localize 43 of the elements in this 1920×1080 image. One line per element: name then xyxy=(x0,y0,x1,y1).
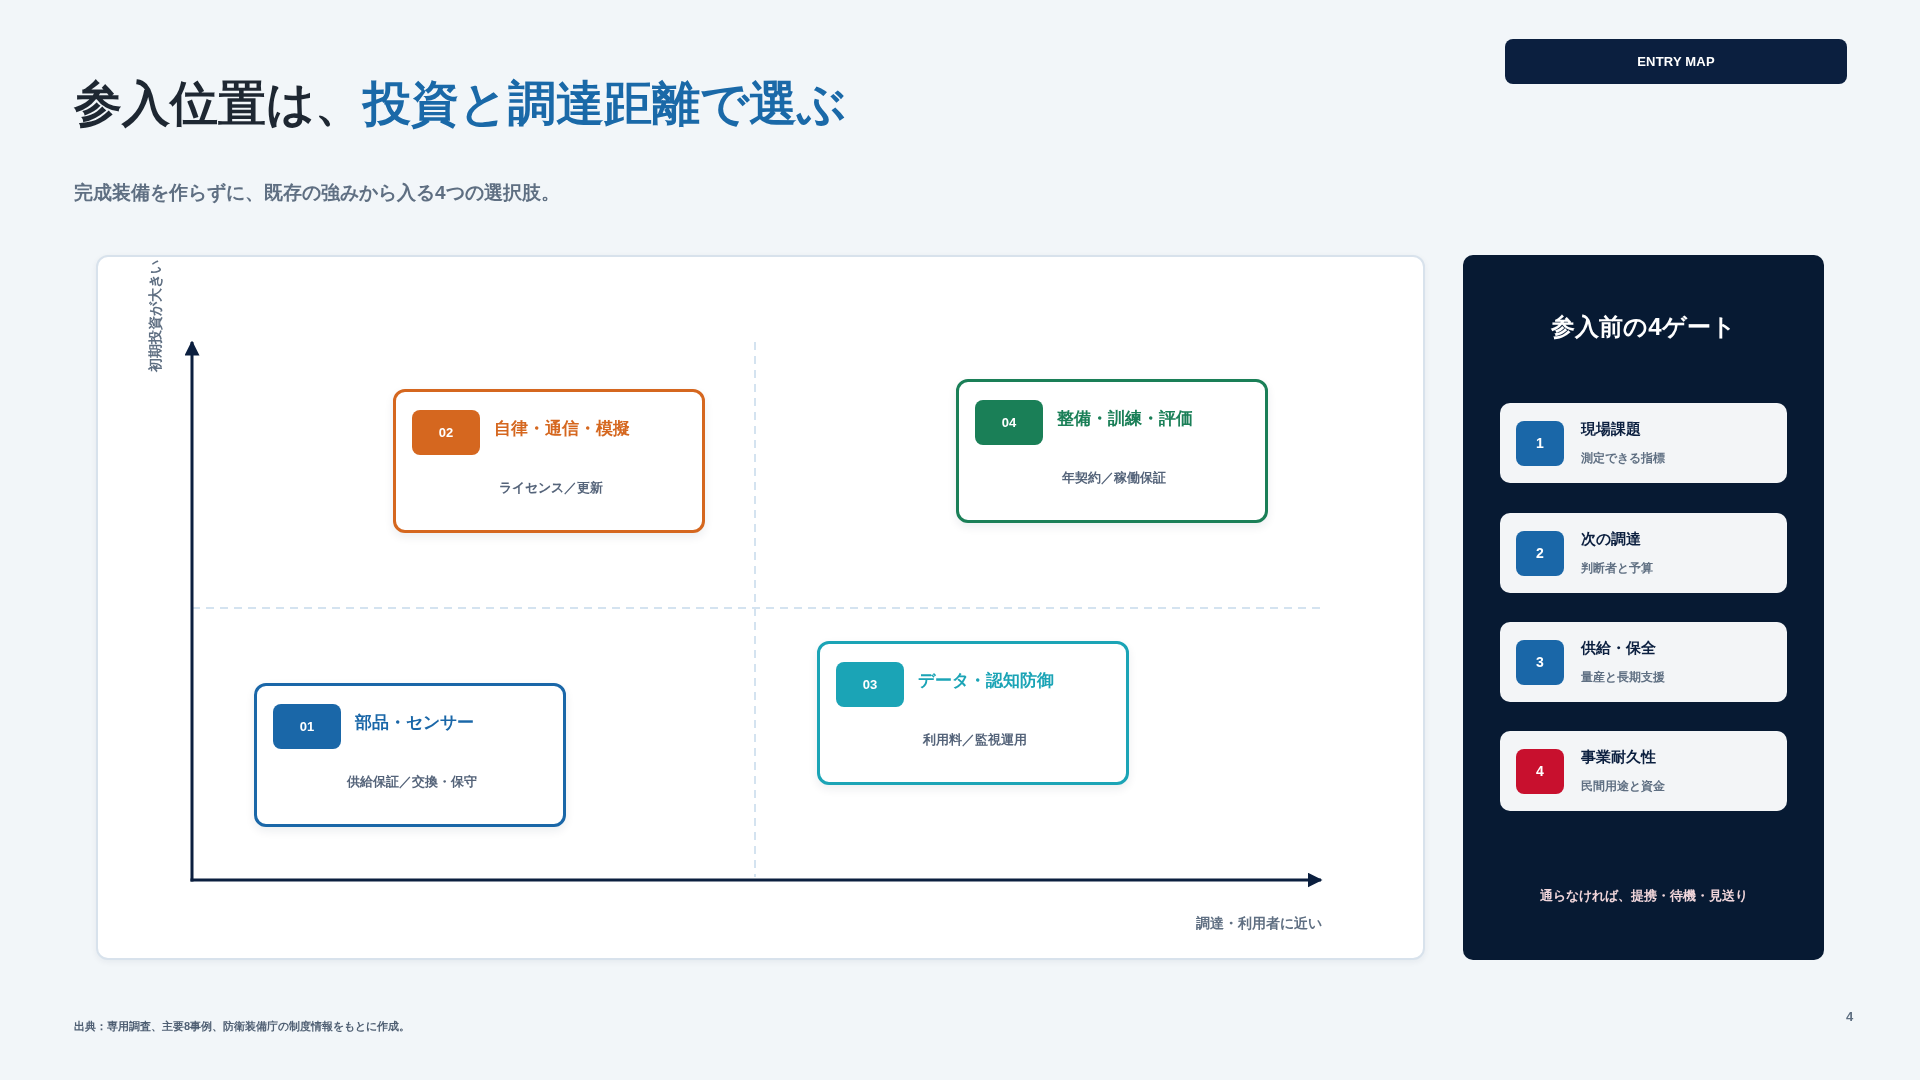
gate-title: 次の調達 xyxy=(1581,529,1641,549)
quadrant-card xyxy=(956,379,1268,523)
card-title: 部品・センサー xyxy=(355,711,474,734)
gate-subtitle: 量産と長期支援 xyxy=(1581,669,1665,685)
section-tag: ENTRY MAP xyxy=(1505,39,1847,84)
number-badge: 1 xyxy=(1516,420,1564,466)
gate-card xyxy=(1500,731,1787,811)
source-note: 出典：専用調査、主要8事例、防衛装備庁の制度情報をもとに作成。 xyxy=(74,1019,411,1033)
quadrant-card xyxy=(254,683,566,827)
card-subtitle: ライセンス／更新 xyxy=(498,479,603,497)
number-badge: 3 xyxy=(1516,639,1564,685)
number-badge: 2 xyxy=(1516,530,1564,576)
subtitle: 完成装備を作らずに、既存の強みから入る4つの選択肢。 xyxy=(74,181,560,205)
number-badge: 4 xyxy=(1516,748,1564,794)
card-title: 自律・通信・模擬 xyxy=(494,417,630,440)
page-number: 4 xyxy=(1846,1009,1854,1025)
gate-title: 供給・保全 xyxy=(1581,638,1656,658)
axis-title: 調達・利用者に近い xyxy=(1196,914,1322,932)
panel-note: 通らなければ、提携・待機・見送り xyxy=(1539,888,1748,904)
gate-panel xyxy=(1463,255,1824,960)
gate-title: 事業耐久性 xyxy=(1581,747,1656,767)
number-badge: 02 xyxy=(412,410,480,455)
gate-subtitle: 民間用途と資金 xyxy=(1581,779,1665,794)
number-badge: 01 xyxy=(273,704,341,749)
gate-card xyxy=(1500,622,1787,702)
gate-subtitle: 測定できる指標 xyxy=(1581,450,1665,466)
gate-card xyxy=(1500,403,1787,483)
gate-card xyxy=(1500,513,1787,593)
panel-title: 参入前の4ゲート xyxy=(1551,312,1736,342)
number-badge: 04 xyxy=(975,400,1043,445)
card-subtitle: 年契約／稼働保証 xyxy=(1061,469,1166,487)
chart-panel xyxy=(96,255,1425,960)
quadrant-card xyxy=(817,641,1129,785)
card-title: データ・認知防御 xyxy=(918,669,1054,692)
page-title: 参入位置は、投資と調達距離で選ぶ xyxy=(74,76,846,132)
card-subtitle: 利用料／監視運用 xyxy=(922,731,1027,749)
quadrant-card xyxy=(393,389,705,533)
gate-title: 現場課題 xyxy=(1581,419,1641,439)
card-title: 整備・訓練・評価 xyxy=(1057,407,1193,430)
card-subtitle: 供給保証／交換・保守 xyxy=(346,773,477,791)
number-badge: 03 xyxy=(836,662,904,707)
gate-subtitle: 判断者と予算 xyxy=(1581,561,1653,576)
axis-title: 初期投資が大きい xyxy=(146,260,164,372)
